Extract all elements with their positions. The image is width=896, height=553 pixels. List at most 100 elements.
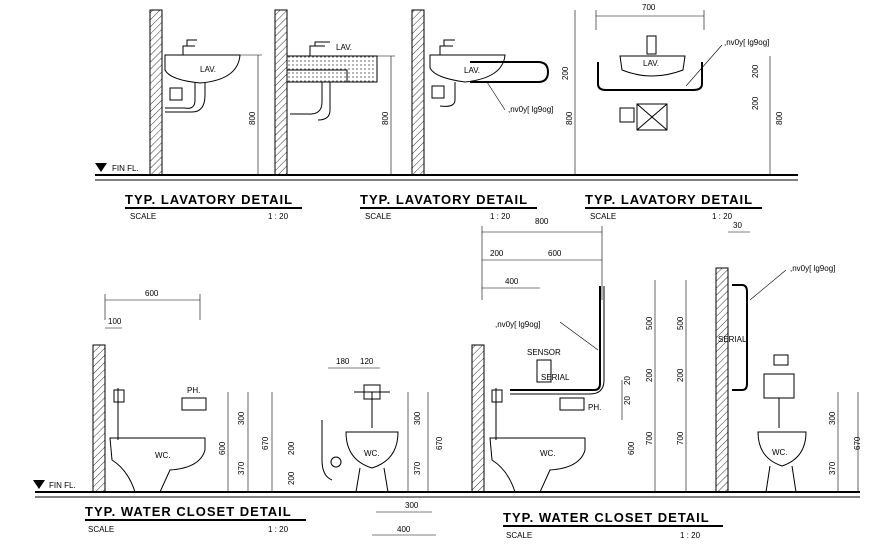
undercounter-basin [286,69,348,83]
grab-bar-note: ,nv0y[ lg9og] [508,105,553,114]
wall-hatch [471,344,485,493]
dim-800: 800 [775,111,784,125]
dim-200: 200 [287,441,296,455]
dim-200: 200 [676,368,685,382]
grab-bar-icon [510,286,601,391]
sensor-label: SENSOR [527,348,561,357]
dim-20: 20 [623,396,632,405]
lavatory-detail-4: 700 LAV. ,nv0y[ lg9og] 200 200 800 TYP. … [585,3,784,221]
lavatory-title-3: TYP. LAVATORY DETAIL [585,192,753,207]
valve-icon [431,85,445,99]
water-closet-detail-3: 800 200 600 400 ,nv0y[ lg9og] SENSOR SER… [471,217,723,540]
valve-icon [363,384,381,400]
scale-value: 1 : 20 [490,212,511,221]
dim-200: 200 [287,471,296,485]
p-trap [290,82,323,115]
faucet-icon [182,39,197,55]
dim-200: 200 [751,64,760,78]
wc-label: WC. [772,448,788,457]
faucet-icon [309,41,330,56]
p-trap-inner [317,82,331,121]
toilet-bowl [757,431,807,467]
p-trap [439,82,456,107]
top-floor-marker: FIN FL. [95,163,139,173]
water-closet-title-1: TYP. WATER CLOSET DETAIL [85,504,292,519]
lavatory-title-2: TYP. LAVATORY DETAIL [360,192,528,207]
bottom-floor-line [35,491,860,498]
dim-700: 700 [645,431,654,445]
toilet-bowl [345,431,399,469]
dim-180: 180 [336,357,350,366]
lavatory-basin [164,54,241,84]
paper-holder-icon [559,397,585,411]
dim-800: 800 [381,111,390,125]
dim-370: 370 [413,461,422,475]
sensor-icon [619,107,635,123]
scale-word: SCALE [130,212,156,221]
sensor-icon [773,354,789,366]
dim-800: 800 [535,217,549,226]
lavatory-basin [429,54,506,83]
dim-600: 600 [145,289,159,298]
dim-600: 600 [548,249,562,258]
dim-500: 500 [645,316,654,330]
dim-200: 200 [561,66,570,80]
dim-100: 100 [108,317,122,326]
top-floor-label: FIN FL. [112,164,139,173]
p-trap-inner [165,83,206,113]
lavatory-title-1: TYP. LAVATORY DETAIL [125,192,293,207]
wall-hatch [92,344,106,493]
dim-670: 670 [435,436,444,450]
dim-200: 200 [645,368,654,382]
dim-400: 400 [397,525,411,534]
dim-670: 670 [853,436,862,450]
scale-word: SCALE [365,212,391,221]
hand-spray-icon [321,420,333,481]
grab-bar-note: ,nv0y[ lg9og] [495,320,540,329]
scale-word: SCALE [506,531,532,540]
dim-30: 30 [733,221,742,230]
dim-400: 400 [505,277,519,286]
scale-value: 1 : 20 [712,212,733,221]
ph-label: PH. [588,403,601,412]
water-closet-detail-4: 30 SERIAL ,nv0y[ lg9og] WC. 300 370 670 [715,221,862,493]
ph-label: PH. [187,386,200,395]
toilet-base [355,467,389,493]
paper-holder-icon [181,397,207,411]
dim-370: 370 [828,461,837,475]
dim-800: 800 [565,111,574,125]
scale-word: SCALE [88,525,114,534]
p-trap [165,83,196,109]
wall-hatch [149,9,163,176]
dim-20: 20 [623,376,632,385]
bottom-floor-label: FIN FL. [49,481,76,490]
scale-word: SCALE [590,212,616,221]
toilet-bowl [489,437,586,493]
grab-bar-icon [470,61,550,83]
flush-valve-icon [354,391,390,428]
wc-label: WC. [155,451,171,460]
wall-hatch [411,9,425,176]
water-closet-title-2: TYP. WATER CLOSET DETAIL [503,510,710,525]
cistern-icon [763,373,795,399]
flush-valve-icon [113,388,125,440]
scale-value: 1 : 20 [268,212,289,221]
dim-600: 600 [218,441,227,455]
flush-valve-icon [491,388,503,440]
dim-800: 800 [248,111,257,125]
wall-hatch [715,267,729,493]
dim-300: 300 [828,411,837,425]
top-floor-line [95,174,798,181]
grab-bar-icon [597,62,703,91]
lavatory-detail-2: LAV. 800 TYP. LAVATORY DETAIL SCALE 1 : … [274,9,537,221]
wc-label: WC. [364,449,380,458]
dim-200: 200 [751,96,760,110]
grab-bar-note: ,nv0y[ lg9og] [790,264,835,273]
lavatory-detail-1: LAV. 800 TYP. LAVATORY DETAIL SCALE 1 : … [125,9,302,221]
wall-hatch [274,9,288,176]
drain-box-icon [636,103,668,131]
serial-label: SERIAL [718,335,747,344]
serial-label: SERIAL [541,373,570,382]
faucet-icon [646,35,657,55]
